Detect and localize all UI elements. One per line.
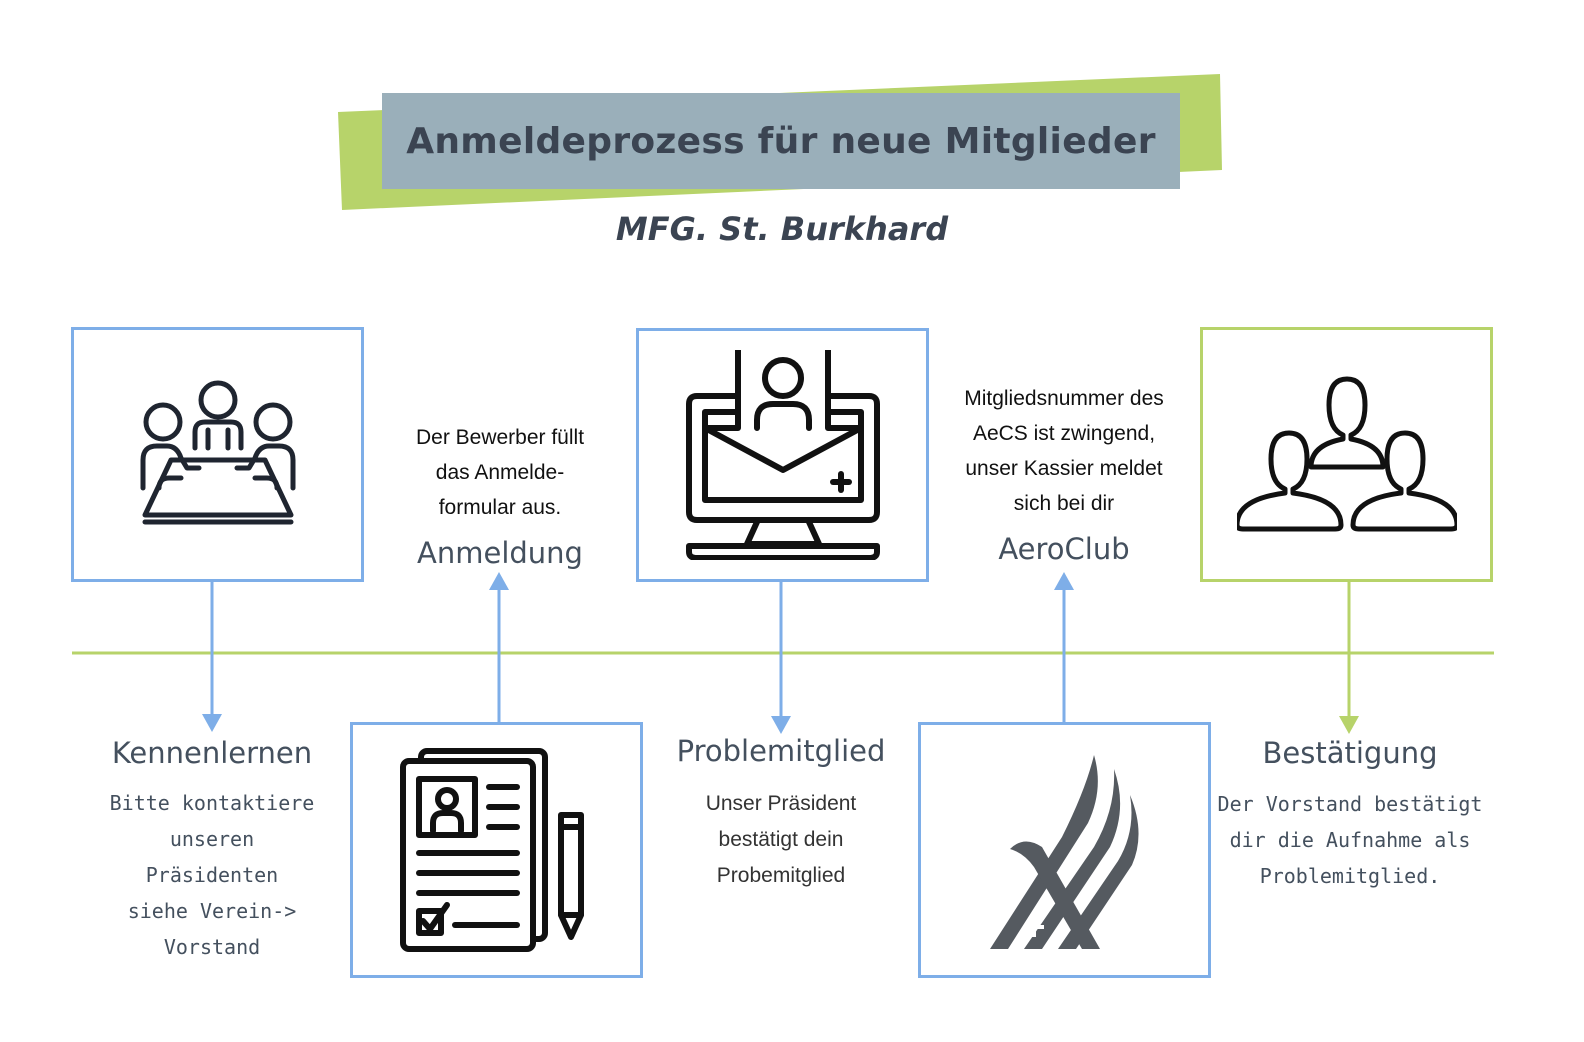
aeroclub-logo-icon	[989, 755, 1139, 949]
box-kennenlernen	[71, 327, 364, 582]
title-banner: Anmeldeprozess für neue Mitglieder	[336, 72, 1226, 212]
step-title-kennenlernen: Kennenlernen	[111, 736, 313, 770]
step-description-anmeldung: Der Bewerber füllt das Anmelde- formular…	[415, 426, 585, 519]
step-description-aeroclub: Mitgliedsnummer des AeCS ist zwingend, u…	[964, 387, 1164, 515]
meeting-icon	[140, 380, 295, 524]
arrow-up-aeroclub	[1054, 572, 1074, 590]
step-title-bestaetigung: Bestätigung	[1262, 736, 1438, 770]
title-box: Anmeldeprozess für neue Mitglieder	[382, 93, 1180, 189]
group-icon	[1236, 376, 1457, 531]
form-document-icon	[399, 748, 584, 952]
step-description-kennenlernen: Bitte kontaktiere unseren Präsidenten si…	[109, 791, 315, 959]
box-bestaetigung	[1200, 327, 1493, 582]
arrow-down-kennenlernen	[202, 714, 222, 732]
step-description-probemitglied: Unser Präsident bestätigt dein Probemitg…	[705, 792, 857, 887]
box-anmeldung	[350, 722, 643, 978]
box-probemitglied	[636, 328, 929, 582]
arrow-down-bestaetigung	[1339, 716, 1359, 734]
arrow-up-anmeldung	[489, 572, 509, 590]
step-title-aeroclub: AeroClub	[998, 532, 1130, 566]
arrow-down-probemitglied	[771, 716, 791, 734]
step-title-anmeldung: Anmeldung	[417, 536, 583, 570]
step-title-probemitglied: Problemitglied	[676, 734, 886, 768]
box-aeroclub	[918, 722, 1211, 978]
page-subtitle: MFG. St. Burkhard	[615, 210, 949, 248]
step-description-bestaetigung: Der Vorstand bestätigt dir die Aufnahme …	[1217, 792, 1483, 888]
page-title: Anmeldeprozess für neue Mitglieder	[406, 120, 1156, 162]
computer-user-icon	[685, 350, 880, 560]
